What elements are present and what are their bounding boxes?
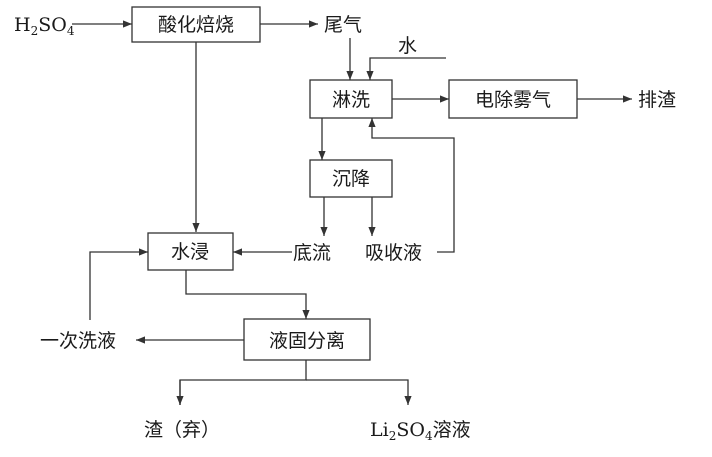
underflow-label: 底流	[293, 242, 331, 264]
roasting-label: 酸化焙烧	[158, 14, 234, 36]
box-settling	[309, 159, 393, 198]
discharge-label: 排渣	[638, 89, 676, 111]
box-leaching	[147, 232, 234, 271]
residue-label: 渣（弃）	[144, 419, 220, 441]
arrow-leaching-to-separation	[185, 270, 310, 319]
settling-label: 沉降	[332, 168, 370, 190]
first-wash-label: 一次洗液	[40, 330, 116, 352]
tail-gas-label: 尾气	[324, 14, 362, 36]
demist-label: 电除雾气	[475, 89, 551, 111]
arrow-to-li2so4	[306, 379, 412, 405]
scrubbing-label: 淋洗	[332, 89, 370, 111]
li2so4-label: Li2SO4溶液	[370, 419, 471, 443]
arrow-separation-to-outputs	[179, 360, 307, 405]
box-roasting	[131, 6, 261, 43]
box-separation	[243, 318, 371, 361]
leaching-label: 水浸	[171, 241, 209, 263]
box-scrubbing	[309, 79, 393, 119]
arrow-firstwash-recycle	[89, 248, 148, 320]
water-label: 水	[398, 35, 417, 57]
absorbent-label: 吸收液	[365, 242, 422, 264]
arrow-water-to-scrubbing	[366, 57, 446, 80]
h2so4-label: H2SO4	[14, 14, 75, 38]
arrow-absorbent-recycle	[368, 118, 455, 253]
separation-label: 液固分离	[269, 330, 345, 352]
box-demist	[448, 79, 578, 119]
